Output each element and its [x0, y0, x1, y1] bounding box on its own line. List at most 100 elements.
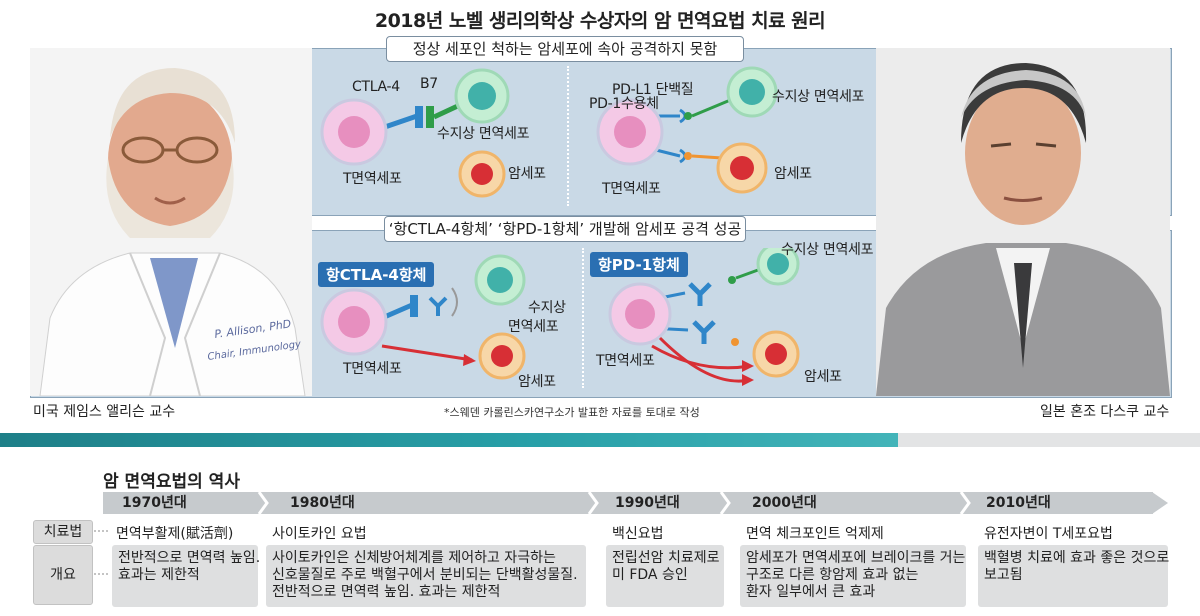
label-dendritic-3b: 면역세포 — [508, 319, 559, 335]
summary-1980s-line-2: 신호물질로 주로 백혈구에서 분비되는 단백활성물질. — [272, 567, 578, 583]
summary-2010s-line-1: 백혈병 치료에 효과 좋은 것으로 — [984, 550, 1170, 566]
era-label-2010s: 2010년대 — [986, 495, 1051, 511]
ctla4-receptor-stalk-2 — [381, 302, 413, 321]
summary-1970s-line-1: 전반적으로 면역력 높임. — [118, 550, 261, 566]
caption-allison: 미국 제임스 앨리슨 교수 — [33, 404, 176, 420]
label-cancer-2: 암세포 — [774, 166, 812, 182]
cancer-nucleus-3 — [491, 345, 513, 367]
summary-1980s-line-1: 사이토카인은 신체방어체계를 제어하고 자극하는 — [272, 550, 556, 566]
summary-1980s: 사이토카인은 신체방어체계를 제어하고 자극하는 신호물질로 주로 백혈구에서 … — [266, 545, 586, 607]
diagram-anti-pd1 — [608, 248, 800, 386]
label-tcell-1: T면역세포 — [343, 171, 402, 187]
pdl1-top-3 — [728, 276, 736, 284]
summary-1990s-line-1: 전립선암 치료제로 — [612, 550, 720, 566]
label-cancer-3: 암세포 — [518, 374, 556, 390]
anti-pd1-antibody-bottom — [692, 320, 716, 344]
summary-1970s: 전반적으로 면역력 높임. 효과는 제한적 — [112, 545, 261, 607]
therapy-1970s: 면역부활제(賦活劑) — [116, 526, 234, 542]
diagram-anti-ctla4 — [320, 254, 526, 380]
panel-divider-top — [567, 66, 569, 206]
pdl1-stalk-top-3 — [735, 268, 759, 280]
row-label-summary: 개요 — [33, 545, 93, 605]
dendritic-nucleus-2 — [739, 79, 765, 105]
t-cell-nucleus-2 — [614, 116, 646, 148]
label-dendritic-3a: 수지상 — [528, 300, 566, 316]
ctla4-receptor-stalk — [381, 113, 418, 131]
photo-james-allison: P. Allison, PhD Chair, Immunology — [30, 48, 312, 396]
label-pdl1: PD-L1 단백질 — [612, 82, 694, 98]
attack-arrow-3 — [658, 336, 751, 383]
diagram-ctla4-blocked — [320, 68, 510, 198]
era-label-1990s: 1990년대 — [615, 495, 680, 511]
summary-2000s-line-1: 암세포가 면역세포에 브레이크를 거는 — [746, 550, 966, 566]
label-cancer-4: 암세포 — [804, 369, 842, 385]
top-banner: 정상 세포인 척하는 암세포에 속아 공격하지 못함 — [386, 36, 744, 62]
cancer-nucleus-4 — [765, 343, 787, 365]
cancer-nucleus-1 — [471, 163, 493, 185]
era-label-1980s: 1980년대 — [290, 495, 355, 511]
ctla4-receptor — [415, 106, 423, 128]
summary-2010s-line-2: 보고됨 — [984, 567, 1023, 583]
era-label-1970s: 1970년대 — [122, 495, 187, 511]
timeline-arrowhead — [1152, 492, 1168, 514]
summary-1990s: 전립선암 치료제로 미 FDA 승인 — [606, 545, 724, 607]
era-label-2000s: 2000년대 — [752, 495, 817, 511]
label-tcell-2: T면역세포 — [602, 181, 661, 197]
dendritic-nucleus-4 — [767, 253, 789, 275]
diagram-pd1-blocked — [596, 66, 778, 194]
caption-honjo: 일본 혼조 다스쿠 교수 — [1040, 404, 1170, 420]
allison-portrait-image: P. Allison, PhD Chair, Immunology — [30, 48, 312, 396]
label-dendritic-1: 수지상 면역세포 — [437, 126, 530, 142]
row-leaders — [94, 530, 110, 575]
timeline-bar — [103, 492, 1153, 514]
honjo-portrait-image — [876, 48, 1170, 396]
summary-2010s: 백혈병 치료에 효과 좋은 것으로 보고됨 — [978, 545, 1170, 607]
label-pd1: PD-1수용체 — [589, 96, 659, 112]
label-ctla4: CTLA-4 — [352, 79, 400, 95]
pdl1-stalk-bottom — [691, 154, 723, 160]
label-tcell-4: T면역세포 — [596, 353, 655, 369]
pdl1-bottom-3 — [731, 338, 739, 346]
pdl1-bottom — [684, 152, 692, 160]
pdl1-top — [684, 112, 692, 120]
summary-2000s-line-3: 환자 일부에서 큰 효과 — [746, 584, 876, 600]
anti-pd1-antibody-top — [688, 282, 712, 306]
history-heading: 암 면역요법의 역사 — [103, 472, 240, 492]
attack-arrowhead-3 — [742, 374, 754, 386]
b7-ligand — [426, 106, 434, 128]
attack-arrowhead-2 — [742, 360, 754, 372]
therapy-2010s: 유전자변이 T세포요법 — [984, 526, 1113, 542]
era-separators — [257, 492, 971, 514]
summary-1980s-line-3: 전반적으로 면역력 높임. 효과는 제한적 — [272, 584, 501, 600]
teal-divider-bar — [0, 433, 898, 447]
dendritic-nucleus-3 — [487, 267, 513, 293]
ctla4-receptor-2 — [410, 295, 418, 317]
t-cell-nucleus-4 — [625, 299, 655, 329]
row-label-therapy: 치료법 — [33, 520, 93, 544]
cancer-nucleus-2 — [730, 156, 754, 180]
attack-arrow-1 — [381, 344, 473, 362]
summary-2000s-line-2: 구조로 다른 항암제 효과 없는 — [746, 567, 919, 583]
tag-anti-pd1: 항PD-1항체 — [590, 252, 688, 277]
label-cancer-1: 암세포 — [508, 166, 546, 182]
dendritic-nucleus-1 — [468, 82, 496, 110]
photo-tasuku-honjo — [876, 48, 1170, 396]
summary-2000s: 암세포가 면역세포에 브레이크를 거는 구조로 다른 항암제 효과 없는 환자 … — [740, 545, 966, 607]
mid-banner: ‘항CTLA-4항체’ ‘항PD-1항체’ 개발해 암세포 공격 성공 — [384, 216, 746, 242]
figure-title: 2018년 노벨 생리의학상 수상자의 암 면역요법 치료 원리 — [374, 10, 826, 32]
summary-1970s-line-2: 효과는 제한적 — [118, 567, 200, 583]
therapy-2000s: 면역 체크포인트 억제제 — [746, 526, 884, 542]
panel-divider-bottom — [582, 248, 584, 388]
summary-1990s-line-2: 미 FDA 승인 — [612, 567, 688, 583]
source-note: *스웨덴 카롤린스카연구소가 발표한 자료를 토대로 작성 — [444, 406, 700, 419]
label-dendritic-2: 수지상 면역세포 — [772, 89, 865, 105]
anti-ctla4-antibody — [428, 296, 448, 316]
therapy-1990s: 백신요법 — [612, 526, 664, 542]
t-cell-nucleus-1 — [338, 116, 370, 148]
label-tcell-3: T면역세포 — [343, 361, 402, 377]
therapy-1980s: 사이토카인 요법 — [272, 526, 367, 542]
t-cell-nucleus-3 — [338, 306, 370, 338]
label-b7: B7 — [420, 76, 438, 92]
attack-arrow-2 — [651, 344, 751, 370]
attack-arrowhead-1 — [463, 354, 476, 366]
